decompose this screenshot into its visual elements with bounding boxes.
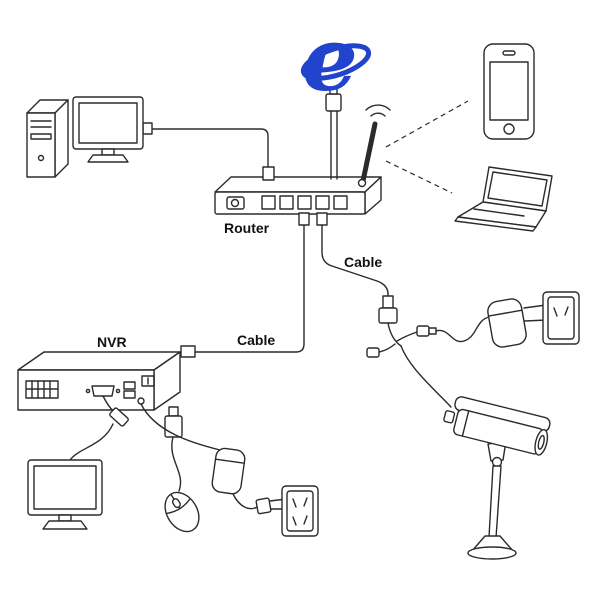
- laptop-icon: [454, 166, 553, 232]
- camera-stand-icon: [467, 440, 517, 560]
- ie-logo-icon: e: [300, 7, 372, 111]
- mouse-cable: [171, 436, 182, 492]
- smartphone-icon: [483, 43, 535, 140]
- wall-outlet-right-icon: [542, 291, 580, 345]
- wifi-link-to-phone: [385, 100, 469, 148]
- cable-label-nvr: Cable: [237, 332, 275, 348]
- wifi-link-to-laptop: [385, 160, 453, 194]
- desktop-tower-icon: [26, 99, 69, 178]
- vga-connector-icon: [109, 407, 129, 427]
- pc-monitor-icon: [72, 96, 144, 163]
- camera-pigtail: [366, 307, 452, 408]
- router-to-nvr-cable: [180, 212, 310, 358]
- wall-outlet-left-icon: [281, 485, 319, 537]
- nvr-power-cord-in: [140, 403, 221, 451]
- nvr-power-adapter-icon: [211, 447, 246, 495]
- internet-cable: [325, 87, 342, 180]
- bullet-camera-icon: [443, 396, 551, 456]
- router-label: Router: [224, 220, 270, 236]
- mouse-icon: [164, 491, 200, 533]
- camera-power-cord: [435, 316, 490, 343]
- nvr-power-cord-out: [232, 493, 258, 510]
- router-antenna-icon: [357, 121, 378, 188]
- vga-cable: [69, 395, 129, 461]
- cable-label-camera: Cable: [344, 254, 382, 270]
- wifi-signal-icon: [365, 104, 391, 117]
- usb-plug-icon: [164, 406, 183, 438]
- ie-ring: [300, 43, 372, 81]
- router-icon: [214, 176, 382, 215]
- dc-connector-icon: [416, 325, 430, 337]
- nvr-label: NVR: [97, 334, 127, 350]
- camera-power-adapter-icon: [487, 298, 527, 348]
- nvr-icon: [17, 351, 181, 411]
- pc-to-router-cable: [142, 122, 275, 181]
- nvr-monitor-icon: [27, 459, 103, 530]
